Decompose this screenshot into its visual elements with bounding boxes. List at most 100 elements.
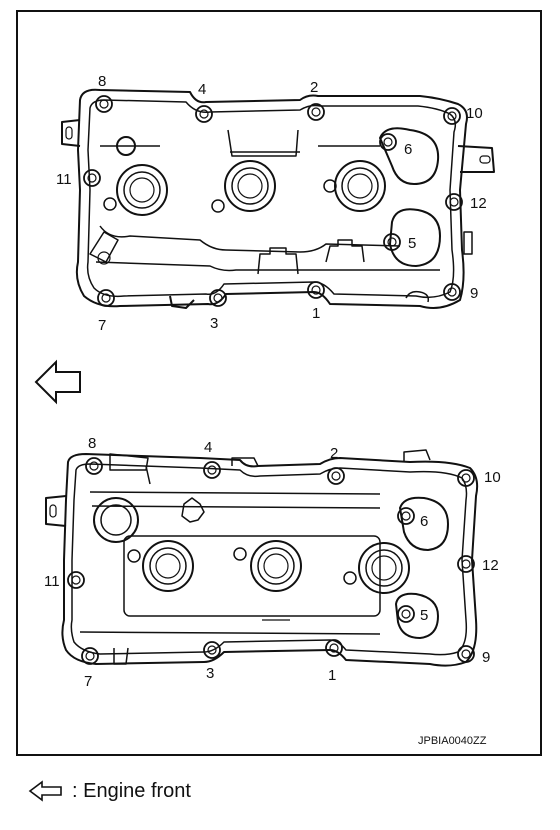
top-label-2: 2 [310, 79, 318, 96]
bottom-plug-hole-left [93, 497, 139, 543]
top-bolts [83, 95, 463, 307]
bottom-bolt-3 [203, 641, 221, 659]
top-aux-hole-2 [103, 197, 117, 211]
top-baffle-lower [99, 225, 401, 253]
legend: : Engine front [28, 778, 191, 804]
top-bolt-labels: 1 2 3 4 5 6 7 8 9 10 11 12 [56, 73, 487, 334]
top-left-tab-slot [65, 126, 73, 140]
bottom-bolt-10 [457, 469, 475, 487]
arrow-left-outline-icon [28, 780, 62, 802]
bottom-valve-cover [45, 449, 479, 667]
bottom-bolt-1 [325, 639, 343, 657]
top-baffle-upper [100, 145, 380, 153]
bottom-left-tab-slot [49, 504, 57, 518]
top-sensor-bracket-1 [257, 247, 299, 275]
top-label-7: 7 [98, 317, 106, 334]
top-label-3: 3 [210, 315, 218, 332]
top-label-1: 1 [312, 305, 320, 322]
top-label-8: 8 [98, 73, 106, 90]
bottom-bolts [67, 457, 475, 665]
bottom-label-5: 5 [420, 607, 428, 624]
top-bolt-8 [95, 95, 113, 113]
top-bolt-12 [445, 193, 463, 211]
bottom-plug-hole-2 [142, 540, 194, 592]
bottom-bolt-5 [397, 605, 415, 623]
top-left-tab [61, 119, 81, 147]
bottom-boss-6 [399, 496, 449, 551]
top-bolt-7 [97, 289, 115, 307]
bottom-plug-hole-4 [358, 542, 410, 594]
top-aux-hole-3 [211, 199, 225, 213]
top-small-fitting [405, 290, 430, 303]
bottom-oil-cap [181, 497, 205, 523]
top-baffle-lower-2 [95, 261, 440, 272]
bottom-bolt-8 [85, 457, 103, 475]
bottom-aux-hole-3 [343, 571, 357, 585]
top-valve-cover [61, 88, 495, 309]
bottom-inner-plate [123, 535, 381, 617]
bottom-plug-hole-3 [250, 540, 302, 592]
bottom-label-11: 11 [44, 573, 60, 590]
bottom-top-bracket-mid [231, 457, 259, 467]
bottom-bolt-2 [327, 467, 345, 485]
top-boss-5 [389, 208, 441, 267]
top-bolt-1 [307, 281, 325, 299]
top-aux-hole-4 [323, 179, 337, 193]
bottom-bolt-4 [203, 461, 221, 479]
bottom-label-8: 8 [88, 435, 96, 452]
bottom-boss-5 [395, 592, 439, 639]
valve-cover-diagram: 1 2 3 4 5 6 7 8 9 10 11 12 [34, 73, 501, 747]
bottom-bolt-12 [457, 555, 475, 573]
top-bolt-9 [443, 283, 461, 301]
top-plug-hole-middle [224, 160, 276, 212]
bottom-label-9: 9 [482, 649, 490, 666]
top-bolt-11 [83, 169, 101, 187]
top-bolt-4 [195, 105, 213, 123]
reference-code: JPBIA0040ZZ [418, 735, 487, 747]
top-cover-outline [75, 88, 468, 309]
top-label-5: 5 [408, 235, 416, 252]
legend-text: : Engine front [72, 779, 191, 802]
bottom-top-bracket-right [403, 449, 431, 462]
bottom-label-4: 4 [204, 439, 212, 456]
bottom-label-1: 1 [328, 667, 336, 684]
bottom-bolt-9 [457, 645, 475, 663]
top-right-tab [457, 145, 495, 173]
bottom-bolt-7 [81, 647, 99, 665]
bottom-label-7: 7 [84, 673, 92, 690]
bottom-aux-hole-2 [233, 547, 247, 561]
top-boss-6 [379, 127, 440, 185]
top-bolt-3 [209, 289, 227, 307]
top-label-6: 6 [404, 141, 412, 158]
top-bracket [227, 129, 299, 157]
bottom-bolt-6 [397, 507, 415, 525]
bottom-label-10: 10 [484, 469, 501, 486]
top-plug-hole-left [116, 164, 168, 216]
bottom-label-3: 3 [206, 665, 214, 682]
bottom-label-12: 12 [482, 557, 499, 574]
top-sensor-bracket-2 [325, 239, 365, 263]
bottom-left-tab [45, 495, 67, 527]
top-label-11: 11 [56, 171, 72, 188]
top-bolt-5 [383, 233, 401, 251]
top-bolt-6 [379, 133, 397, 151]
top-label-10: 10 [466, 105, 483, 122]
diagram-frame [16, 10, 542, 756]
bottom-baffle-upper [89, 491, 381, 509]
top-bottom-tab [169, 295, 195, 309]
top-bolt-10 [443, 107, 461, 125]
top-label-9: 9 [470, 285, 478, 302]
bottom-baffle-lower [79, 631, 381, 635]
top-label-12: 12 [470, 195, 487, 212]
top-bolt-2 [307, 103, 325, 121]
engine-front-arrow-icon [34, 359, 81, 405]
bottom-aux-hole-1 [127, 549, 141, 563]
top-aux-hole-1 [116, 136, 136, 156]
top-cover-inner-outline [86, 99, 457, 299]
top-pcv-valve [89, 231, 119, 263]
top-right-tab-slot [479, 155, 491, 164]
top-right-connector [463, 231, 473, 255]
top-label-4: 4 [198, 81, 206, 98]
bottom-bolt-11 [67, 571, 85, 589]
bottom-label-2: 2 [330, 445, 338, 462]
